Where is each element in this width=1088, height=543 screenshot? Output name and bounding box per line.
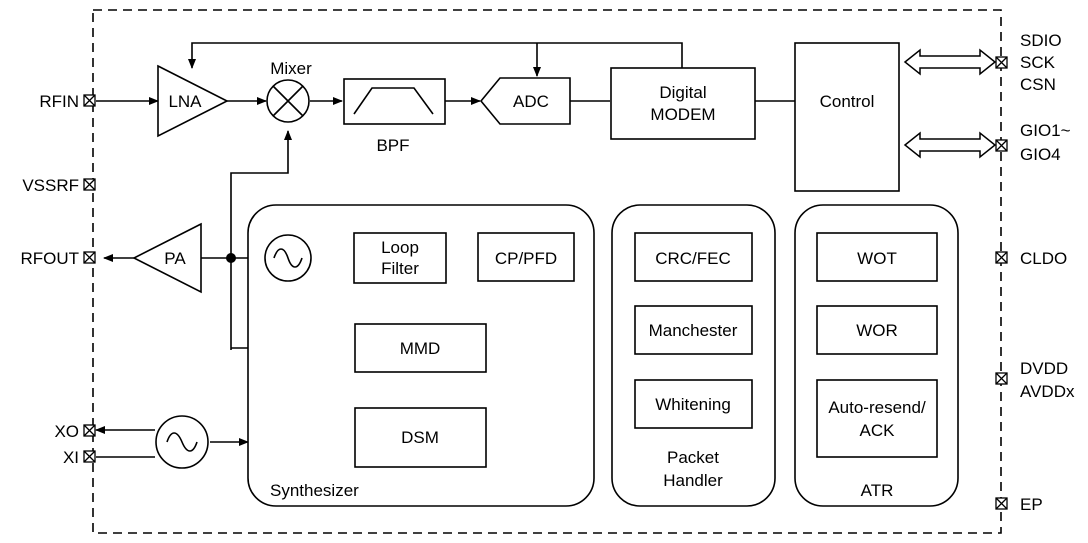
dsm-label: DSM — [401, 428, 439, 447]
bpf-block — [343, 78, 446, 125]
rfout-pin-label: RFOUT — [20, 249, 79, 268]
wor-block — [816, 305, 938, 355]
digital-modem-label-line2: MODEM — [650, 105, 715, 124]
rfin-pin-label: RFIN — [39, 92, 79, 111]
loop-filter-block — [353, 232, 447, 284]
control-label: Control — [820, 92, 875, 111]
cp-pfd-block — [477, 232, 575, 282]
auto-resend-ack-block — [816, 379, 938, 458]
mixer-label: Mixer — [270, 59, 312, 78]
digital-modem-label-line1: Digital — [659, 83, 706, 102]
manchester-block — [634, 305, 753, 355]
cldo-pin-label: CLDO — [1020, 249, 1067, 268]
crystal-sine-icon — [166, 432, 198, 452]
csn-pin-label: CSN — [1020, 75, 1056, 94]
adc-block — [479, 77, 571, 125]
pin-cldo — [995, 251, 1008, 264]
gio-pin-label-line1: GIO1~ — [1020, 121, 1071, 140]
xo-pin-label: XO — [54, 422, 79, 441]
wor-label: WOR — [856, 321, 898, 340]
bpf-label: BPF — [376, 136, 409, 155]
xi-pin-label: XI — [63, 448, 79, 467]
pin-xo — [83, 424, 96, 437]
whitening-label: Whitening — [655, 395, 731, 414]
pin-xi — [83, 450, 96, 463]
cp-pfd-label: CP/PFD — [495, 249, 557, 268]
spi-bus-arrow — [903, 48, 997, 76]
crc-fec-label: CRC/FEC — [655, 249, 731, 268]
pin-ep — [995, 497, 1008, 510]
gio-bus-arrow — [903, 131, 997, 159]
dsm-block — [354, 407, 487, 468]
bandpass-curve-icon — [353, 87, 434, 115]
pa-amplifier — [132, 222, 202, 294]
pa-label: PA — [164, 249, 186, 268]
pin-power — [995, 372, 1008, 385]
sdio-pin-label: SDIO — [1020, 31, 1062, 50]
pin-vssrf — [83, 178, 96, 191]
pin-gio — [995, 139, 1008, 152]
digital-modem-block — [610, 67, 756, 140]
sck-pin-label: SCK — [1020, 53, 1056, 72]
avddx-pin-label: AVDDx — [1020, 382, 1075, 401]
atr-label: ATR — [861, 481, 894, 500]
loop-filter-label-line2: Filter — [381, 259, 419, 278]
packet-handler-label-line2: Handler — [663, 471, 723, 490]
pin-rfout — [83, 251, 96, 264]
wot-label: WOT — [857, 249, 897, 268]
pin-rfin — [83, 94, 96, 107]
manchester-label: Manchester — [649, 321, 738, 340]
dvdd-pin-label: DVDD — [1020, 359, 1068, 378]
sine-wave-icon — [273, 248, 303, 268]
gio-pin-label-line2: GIO4 — [1020, 145, 1061, 164]
mmd-block — [354, 323, 487, 373]
wot-block — [816, 232, 938, 282]
junction-dot — [226, 253, 236, 263]
whitening-block — [634, 379, 753, 429]
pin-spi — [995, 56, 1008, 69]
lna-amplifier — [157, 64, 229, 138]
control-block — [794, 42, 900, 192]
crc-fec-block — [634, 232, 753, 282]
auto-resend-label-line1: Auto-resend/ — [828, 398, 926, 417]
loop-filter-label-line1: Loop — [381, 238, 419, 257]
adc-label: ADC — [513, 92, 549, 111]
mixer-cross-icon — [272, 85, 304, 117]
auto-resend-label-line2: ACK — [860, 421, 896, 440]
synthesizer-label: Synthesizer — [270, 481, 359, 500]
vssrf-pin-label: VSSRF — [22, 176, 79, 195]
lna-label: LNA — [168, 92, 202, 111]
ep-pin-label: EP — [1020, 495, 1043, 514]
mmd-label: MMD — [400, 339, 441, 358]
chip-boundary — [92, 9, 1002, 534]
packet-handler-label-line1: Packet — [667, 448, 719, 467]
